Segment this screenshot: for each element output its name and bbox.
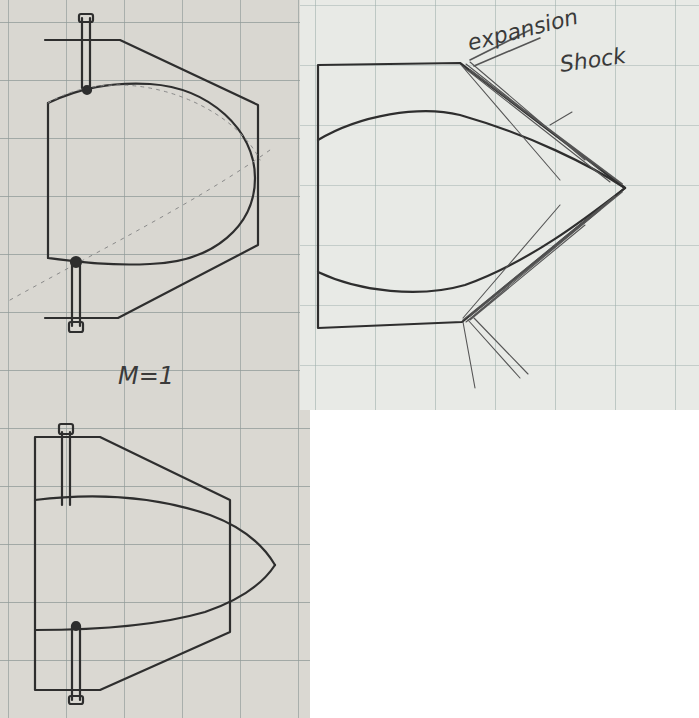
inner-ogive xyxy=(318,188,625,292)
paper-panel xyxy=(0,0,300,410)
strut xyxy=(62,432,70,505)
strut xyxy=(82,18,90,88)
paper-panel xyxy=(0,410,310,718)
outer-body xyxy=(45,40,258,318)
outer-body xyxy=(35,437,230,690)
inner-d-shape xyxy=(48,84,255,265)
inner-ogive xyxy=(35,496,275,565)
mach-label: M=1 xyxy=(118,362,174,390)
strut xyxy=(72,262,80,326)
inner-ogive xyxy=(318,111,625,188)
inlet-face xyxy=(47,103,49,258)
outer-body xyxy=(318,63,625,328)
paper-panel xyxy=(300,0,699,410)
inner-ogive xyxy=(35,565,275,630)
strut xyxy=(72,626,80,700)
